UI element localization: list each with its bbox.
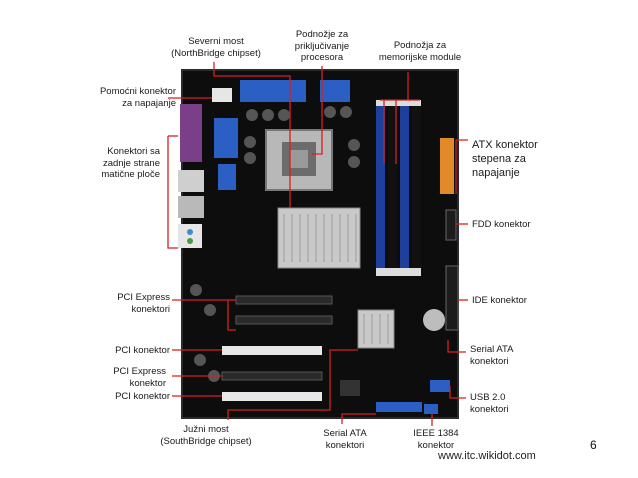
label-line: ATX konektor bbox=[472, 139, 538, 151]
ide-connector bbox=[445, 265, 459, 331]
label-pci-express-1: PCI Express konektori bbox=[80, 292, 170, 315]
small-chip bbox=[340, 380, 360, 396]
label-pci-1: PCI konektor bbox=[80, 345, 170, 357]
slide-number: 6 bbox=[590, 438, 597, 452]
label-serial-ata-right: Serial ATA konektori bbox=[470, 344, 550, 367]
label-line: konektori bbox=[470, 355, 509, 367]
dimm-slots bbox=[376, 100, 421, 276]
label-rear-connectors: Konektori sa zadnje strane matične ploče bbox=[80, 146, 160, 181]
label-line: IDE konektor bbox=[472, 295, 527, 306]
label-fdd: FDD konektor bbox=[472, 219, 562, 231]
label-line: PCI konektor bbox=[115, 345, 170, 356]
atx-power-connector bbox=[440, 138, 454, 194]
label-line: Podnožja za bbox=[393, 40, 447, 51]
label-line: Serial ATA bbox=[470, 344, 514, 355]
pci-express-slot-3 bbox=[221, 371, 323, 381]
label-line: konektori bbox=[131, 303, 170, 315]
label-northbridge: Severni most (NorthBridge chipset) bbox=[166, 36, 266, 59]
label-line: FDD konektor bbox=[472, 219, 531, 230]
southbridge-heatsink bbox=[357, 309, 395, 349]
label-line: IEEE 1384 bbox=[413, 428, 459, 439]
label-southbridge: Južni most (SouthBridge chipset) bbox=[150, 424, 262, 447]
label-line: konektor bbox=[129, 377, 166, 389]
label-atx-power: ATX konektor stepena za napajanje bbox=[472, 138, 572, 180]
label-line: PCI Express bbox=[117, 292, 170, 303]
label-aux-power: Pomoćni konektor za napajanje bbox=[80, 86, 176, 109]
rear-io-ps2-ports bbox=[180, 104, 202, 162]
label-line: za napajanje bbox=[122, 97, 176, 109]
pci-slot-2 bbox=[222, 392, 322, 401]
pci-express-slot-1 bbox=[235, 295, 333, 305]
rear-io-lan-port bbox=[178, 196, 204, 218]
callout-lines bbox=[167, 62, 468, 426]
label-line: matične ploče bbox=[101, 169, 160, 180]
label-line: konektori bbox=[470, 403, 509, 415]
sata-connectors bbox=[376, 402, 422, 412]
label-serial-ata-bottom: Serial ATA konektori bbox=[310, 428, 380, 451]
label-line: konektori bbox=[325, 439, 365, 451]
label-cpu-socket: Podnožje za priključivanje procesora bbox=[282, 29, 362, 64]
aux-power-connector bbox=[212, 88, 232, 102]
label-line: konektor bbox=[417, 439, 455, 451]
usb-header bbox=[430, 380, 450, 392]
label-line: Pomoćni konektor bbox=[99, 86, 176, 97]
fdd-connector bbox=[445, 209, 457, 241]
capacitors bbox=[190, 106, 445, 382]
label-usb: USB 2.0 konektori bbox=[470, 392, 550, 415]
label-pci-express-2: PCI Express konektor bbox=[80, 366, 166, 389]
rear-io-usb-ports bbox=[178, 170, 204, 192]
ieee1394-connector bbox=[424, 404, 438, 414]
label-line: stepena za bbox=[472, 153, 526, 165]
label-line: Podnožje za bbox=[295, 29, 349, 40]
label-line: Južni most bbox=[183, 424, 229, 435]
label-line: Severni most bbox=[188, 36, 244, 47]
label-line: priključivanje bbox=[294, 40, 350, 52]
label-line: (NorthBridge chipset) bbox=[171, 47, 261, 59]
label-line: napajanje bbox=[472, 167, 520, 179]
label-line: Serial ATA bbox=[323, 428, 367, 439]
label-line: PCI konektor bbox=[115, 391, 170, 402]
rear-io-audio-ports bbox=[178, 224, 202, 248]
label-ide: IDE konektor bbox=[472, 295, 562, 307]
label-memory-sockets: Podnožja za memorijske module bbox=[370, 40, 470, 63]
label-line: (SouthBridge chipset) bbox=[160, 435, 252, 447]
pci-slot-1 bbox=[222, 346, 322, 355]
pci-express-slot-2 bbox=[235, 315, 333, 325]
label-line: procesora bbox=[300, 52, 344, 63]
label-line: zadnje strane bbox=[102, 157, 160, 169]
label-line: Konektori sa bbox=[107, 146, 160, 157]
label-pci-2: PCI konektor bbox=[80, 391, 170, 403]
source-url: www.itc.wikidot.com bbox=[438, 450, 536, 462]
label-line: USB 2.0 bbox=[470, 392, 506, 403]
label-line: PCI Express bbox=[113, 366, 166, 377]
label-ieee1394: IEEE 1384 konektor bbox=[404, 428, 468, 451]
cpu-power-blocks bbox=[240, 80, 306, 102]
label-line: memorijske module bbox=[378, 51, 462, 63]
